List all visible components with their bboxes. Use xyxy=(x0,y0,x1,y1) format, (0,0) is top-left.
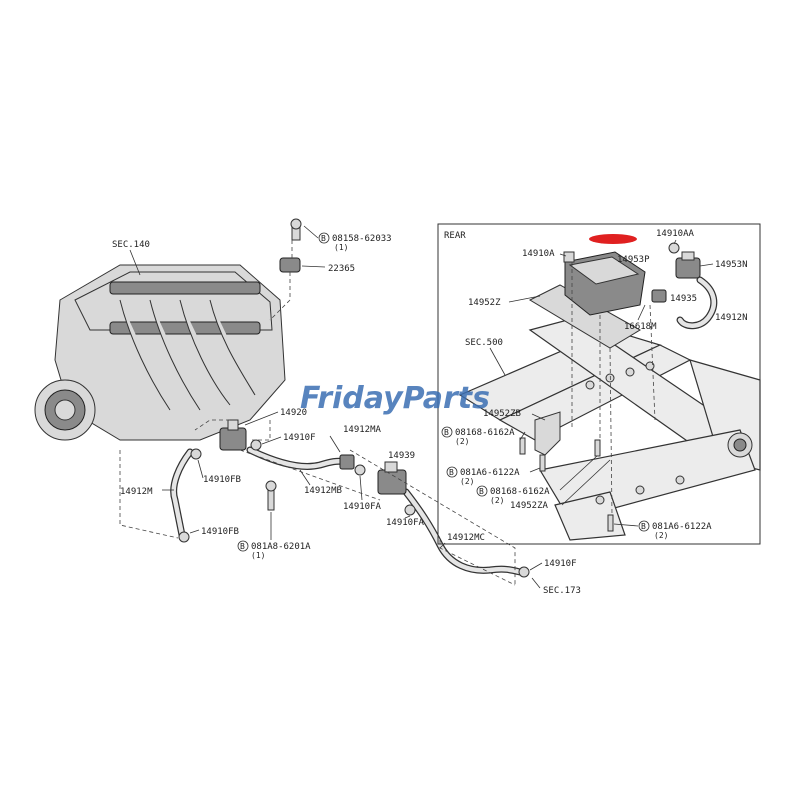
bracket-14952zb xyxy=(534,411,561,456)
clamp-14910fb-lower xyxy=(178,531,190,543)
sec-173-label: SEC.173 xyxy=(543,586,581,596)
bolt-marker-icon xyxy=(318,232,330,244)
callout-14910a: 14910A xyxy=(522,249,555,259)
callout-081a8-6201a: 081A8-6201A xyxy=(251,542,311,552)
callout-14939: 14939 xyxy=(388,451,415,461)
callout-14912mb: 14912MB xyxy=(304,486,342,496)
callout-14910f-lower: 14910F xyxy=(544,559,577,569)
callout-22365: 22365 xyxy=(328,264,355,274)
clamp-14910fa xyxy=(354,464,366,476)
sec-140-label: SEC.140 xyxy=(112,240,150,250)
callout-14912mc: 14912MC xyxy=(447,533,485,543)
callout-14953p: 14953P xyxy=(617,255,650,265)
svg-text:(2): (2) xyxy=(455,437,469,446)
callout-14910fb-lower: 14910FB xyxy=(201,527,239,537)
purge-valve-14920 xyxy=(219,419,247,451)
callout-081a6-6122a-upper: 081A6-6122A xyxy=(460,468,520,478)
svg-text:B: B xyxy=(444,428,449,437)
connector-14912ma xyxy=(339,454,355,470)
highlight-marker xyxy=(589,234,637,244)
callout-08158-62033: 08158-62033 xyxy=(332,234,392,244)
clamp-14910f xyxy=(250,439,262,451)
bolt-081a8-6201a xyxy=(265,480,277,511)
callout-081a6-6122a-lower: 081A6-6122A xyxy=(652,522,712,532)
callout-14912n: 14912N xyxy=(715,313,748,323)
evap-canister xyxy=(528,251,646,349)
svg-text:B: B xyxy=(479,487,484,496)
clamp-14910f-lower xyxy=(518,566,530,578)
callout-14920: 14920 xyxy=(280,408,307,418)
intake-manifold xyxy=(34,264,286,441)
callout-16618m: 16618M xyxy=(624,322,657,332)
callout-14910aa: 14910AA xyxy=(656,229,695,239)
svg-text:(2): (2) xyxy=(490,496,504,505)
svg-text:(2): (2) xyxy=(654,531,668,540)
part-14935 xyxy=(651,289,667,303)
svg-text:B: B xyxy=(321,234,326,243)
callout-14910f: 14910F xyxy=(283,433,316,443)
callout-14910fa-lower: 14910FA xyxy=(386,518,425,528)
callout-14952za: 14952ZA xyxy=(510,501,549,511)
callout-08168-6162a-upper: 08168-6162A xyxy=(455,428,515,438)
callout-14912ma: 14912MA xyxy=(343,425,382,435)
watermark-logo: FridayParts xyxy=(300,381,490,416)
sensor-22365 xyxy=(279,218,302,273)
callout-14935: 14935 xyxy=(670,294,697,304)
sec-500-label: SEC.500 xyxy=(465,338,503,348)
svg-text:(1): (1) xyxy=(334,243,348,252)
svg-text:(2): (2) xyxy=(460,477,474,486)
callout-14910fb-upper: 14910FB xyxy=(203,475,241,485)
chassis-frame xyxy=(458,317,761,541)
svg-text:(1): (1) xyxy=(251,551,265,560)
svg-text:B: B xyxy=(641,522,646,531)
callout-14952z: 14952Z xyxy=(468,298,501,308)
clamp-14910fa-lower xyxy=(404,504,416,516)
rear-label: REAR xyxy=(444,231,466,241)
callout-08168-6162a-lower: 08168-6162A xyxy=(490,487,550,497)
valve-14939 xyxy=(377,461,407,495)
svg-text:B: B xyxy=(449,468,454,477)
callout-14910fa-upper: 14910FA xyxy=(343,502,382,512)
callout-14952zb: 14952ZB xyxy=(483,409,521,419)
valve-14953n xyxy=(675,251,701,279)
callout-14912m: 14912M xyxy=(120,487,153,497)
svg-text:B: B xyxy=(240,542,245,551)
clamp-14910fb xyxy=(190,448,202,460)
callout-14953n: 14953N xyxy=(715,260,748,270)
